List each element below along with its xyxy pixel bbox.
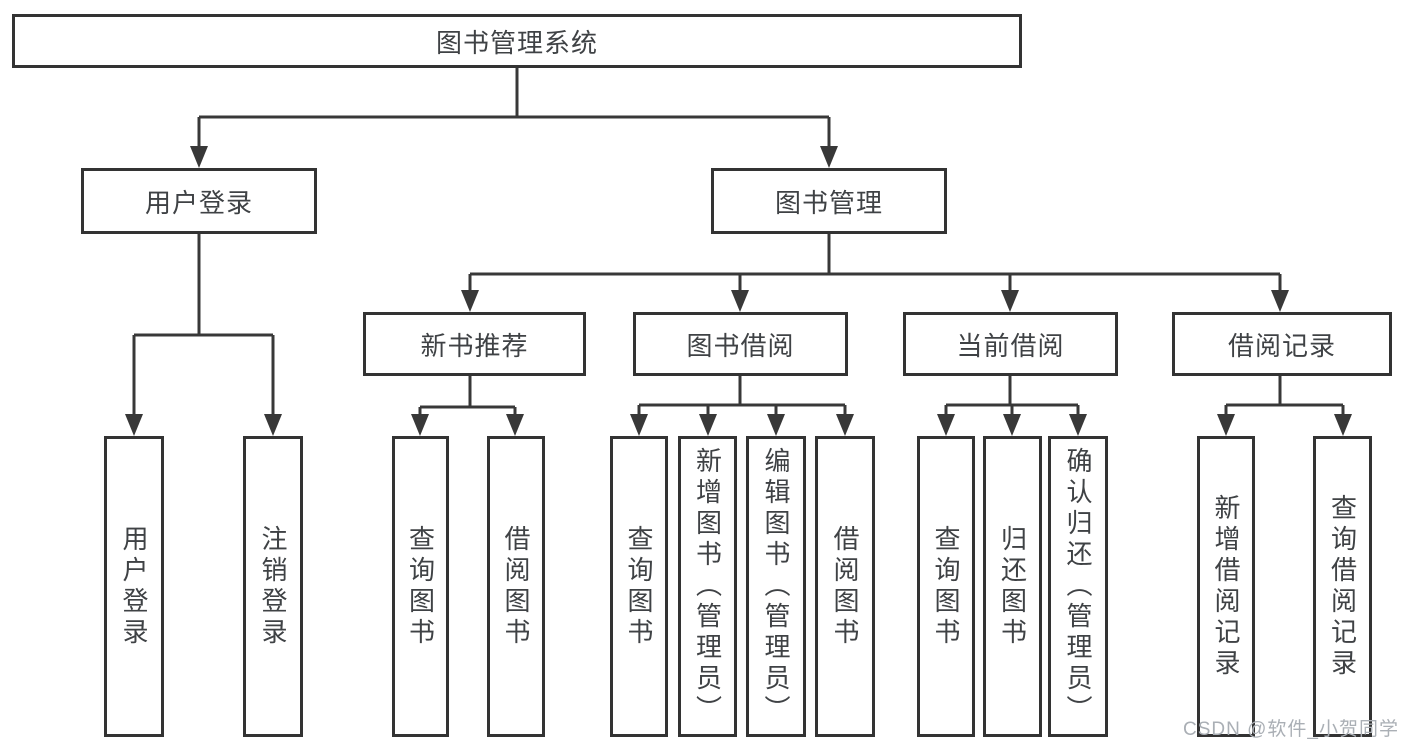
leaf-confirm-return-admin: 确认归还（管理员）: [1048, 436, 1108, 737]
node-label: 归还图书: [997, 524, 1028, 649]
node-user-login: 用户登录: [81, 168, 317, 234]
leaf-borrow-query-books: 查询图书: [610, 436, 668, 737]
node-label: 用户登录: [144, 187, 253, 218]
node-label: 注销登录: [258, 524, 288, 649]
node-book-management: 图书管理: [711, 168, 947, 234]
node-label: 图书借阅: [686, 330, 795, 361]
node-label: 图书管理: [774, 187, 883, 218]
leaf-recommend-borrow-books: 借阅图书: [487, 436, 545, 737]
leaf-add-borrow-record: 新增借阅记录: [1197, 436, 1255, 737]
node-label: 借阅图书: [830, 524, 860, 649]
node-label: 查询图书: [405, 524, 436, 649]
node-label: 查询图书: [624, 524, 654, 649]
leaf-add-books-admin: 新增图书（管理员）: [678, 436, 737, 737]
node-label: 图书管理系统: [435, 27, 598, 58]
leaf-logout-login: 注销登录: [243, 436, 303, 737]
node-label: 查询借阅记录: [1327, 493, 1358, 680]
leaf-user-login: 用户登录: [104, 436, 164, 737]
node-current-borrow: 当前借阅: [903, 312, 1118, 376]
node-label: 借阅记录: [1227, 330, 1336, 361]
node-label: 借阅图书: [501, 524, 531, 649]
node-new-book-recommend: 新书推荐: [363, 312, 586, 376]
node-library-management-system: 图书管理系统: [12, 14, 1022, 68]
node-label: 确认归还（管理员）: [1063, 447, 1093, 726]
leaf-recommend-query-books: 查询图书: [392, 436, 449, 737]
node-borrow-records: 借阅记录: [1172, 312, 1392, 376]
node-label: 当前借阅: [956, 330, 1065, 361]
leaf-borrow-books: 借阅图书: [815, 436, 875, 737]
arrowheads: [125, 146, 1352, 436]
node-label: 新增借阅记录: [1211, 493, 1241, 680]
csdn-watermark: CSDN @软件_小贺同学: [1183, 719, 1399, 740]
leaf-current-query-books: 查询图书: [917, 436, 975, 737]
node-label: 新书推荐: [420, 330, 529, 361]
node-book-borrow: 图书借阅: [633, 312, 848, 376]
leaf-return-books: 归还图书: [983, 436, 1042, 737]
node-label: 查询图书: [931, 524, 961, 649]
node-label: 新增图书（管理员）: [692, 447, 723, 726]
leaf-query-borrow-record: 查询借阅记录: [1313, 436, 1372, 737]
node-label: 用户登录: [119, 524, 149, 649]
node-label: 编辑图书（管理员）: [761, 447, 791, 726]
leaf-edit-books-admin: 编辑图书（管理员）: [746, 436, 806, 737]
